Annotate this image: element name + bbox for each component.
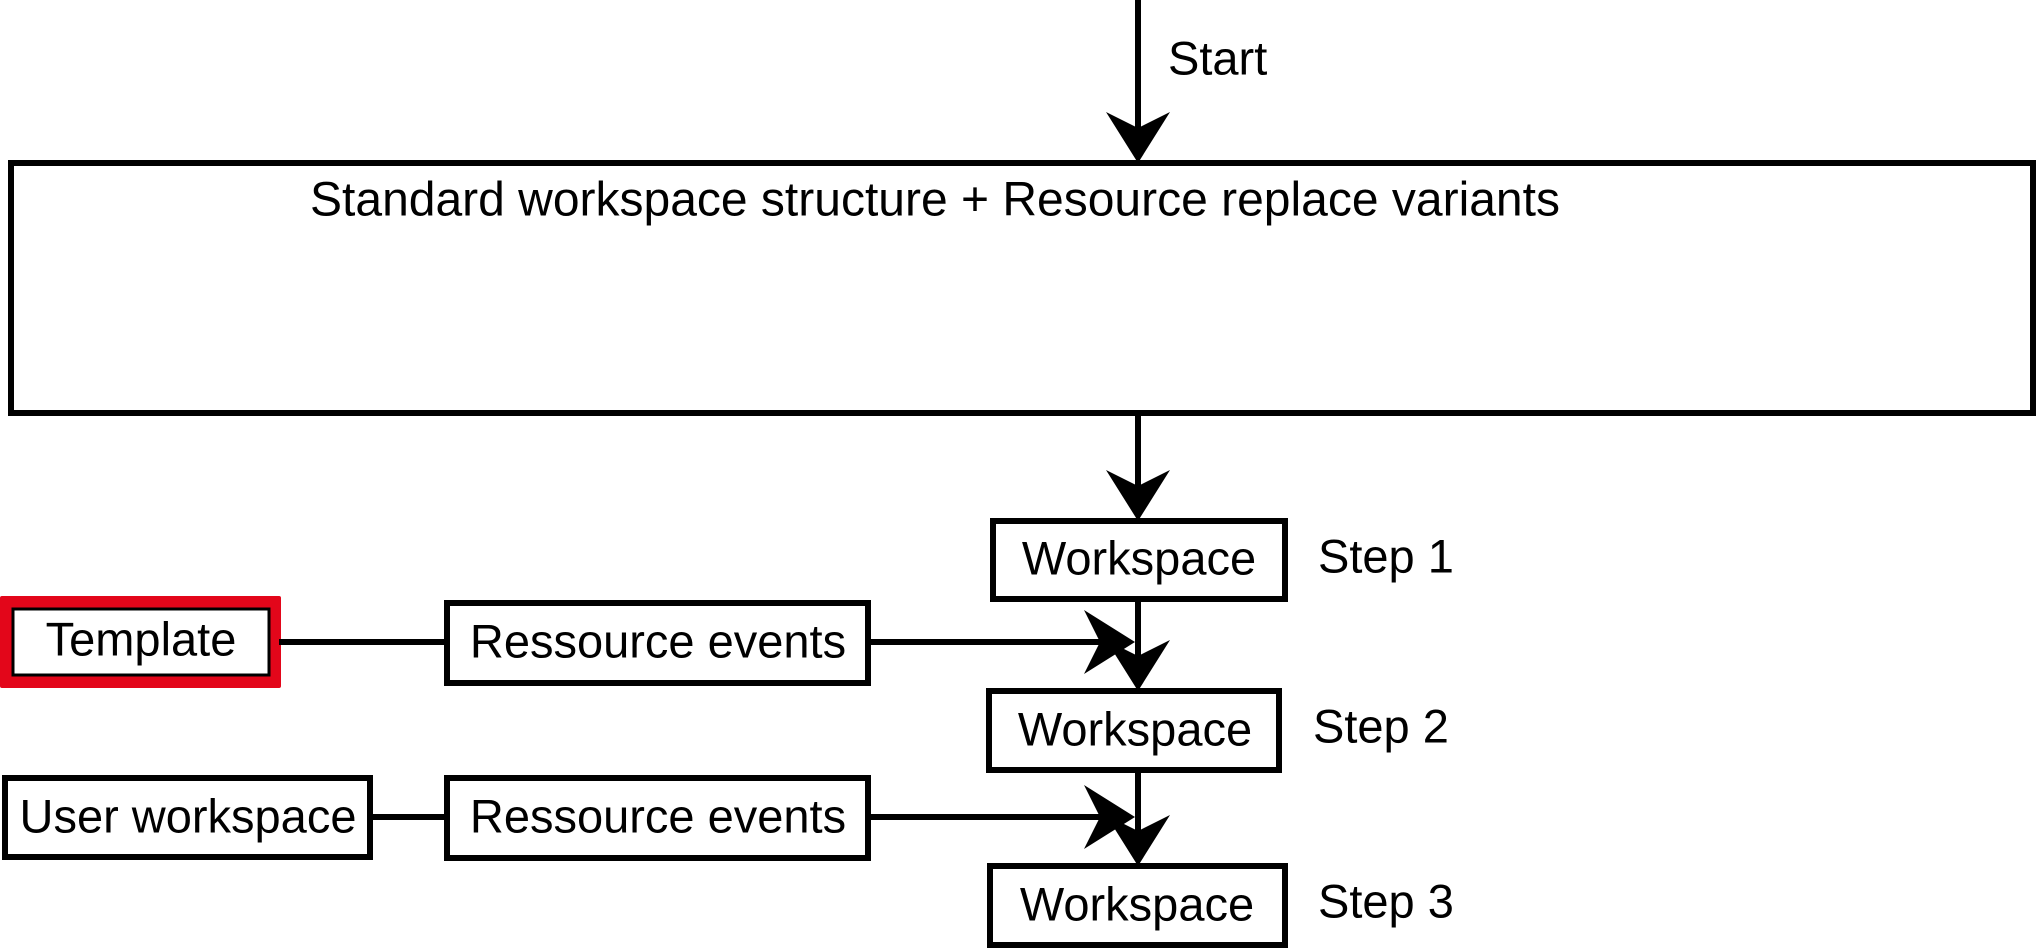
container-box: [8, 160, 2036, 416]
events1-to-spine-head: [1084, 610, 1135, 674]
user-workspace-box-label: User workspace: [20, 789, 357, 842]
workspace-box-step-3: [987, 863, 1288, 948]
step-label-1: Step 1: [1318, 529, 1454, 582]
workspace-box-step-3-label: Workspace: [1020, 877, 1254, 930]
step2-to-step3-arrow: [1106, 770, 1170, 866]
start-arrow: [1106, 0, 1170, 163]
step-label-2: Step 2: [1313, 699, 1449, 752]
container-box-label: Standard workspace structure + Resource …: [310, 174, 1560, 227]
start-label: Start: [1168, 31, 1267, 84]
events2-to-spine-arrow: [868, 785, 1135, 849]
events1-to-spine-arrow: [868, 610, 1135, 674]
events2-to-spine-head: [1084, 785, 1135, 849]
workspace-box-step-2: [986, 688, 1282, 773]
step-label-3: Step 3: [1318, 874, 1454, 927]
container-to-step1-head: [1106, 470, 1170, 521]
ressource-events-box-2-label: Ressource events: [470, 789, 846, 842]
workspace-box-step-1-label: Workspace: [1022, 531, 1256, 584]
step2-to-step3-head: [1106, 815, 1170, 866]
ressource-events-box-1-label: Ressource events: [470, 614, 846, 667]
step1-to-step2-head: [1106, 640, 1170, 691]
start-arrow-head: [1106, 112, 1170, 163]
ressource-events-box-1: [444, 600, 871, 686]
container-to-step1-arrow: [1106, 413, 1170, 521]
template-box-label: Template: [46, 612, 237, 665]
workspace-box-step-2-label: Workspace: [1018, 702, 1252, 755]
step1-to-step2-arrow: [1106, 599, 1170, 691]
template-box[interactable]: [11, 607, 271, 677]
